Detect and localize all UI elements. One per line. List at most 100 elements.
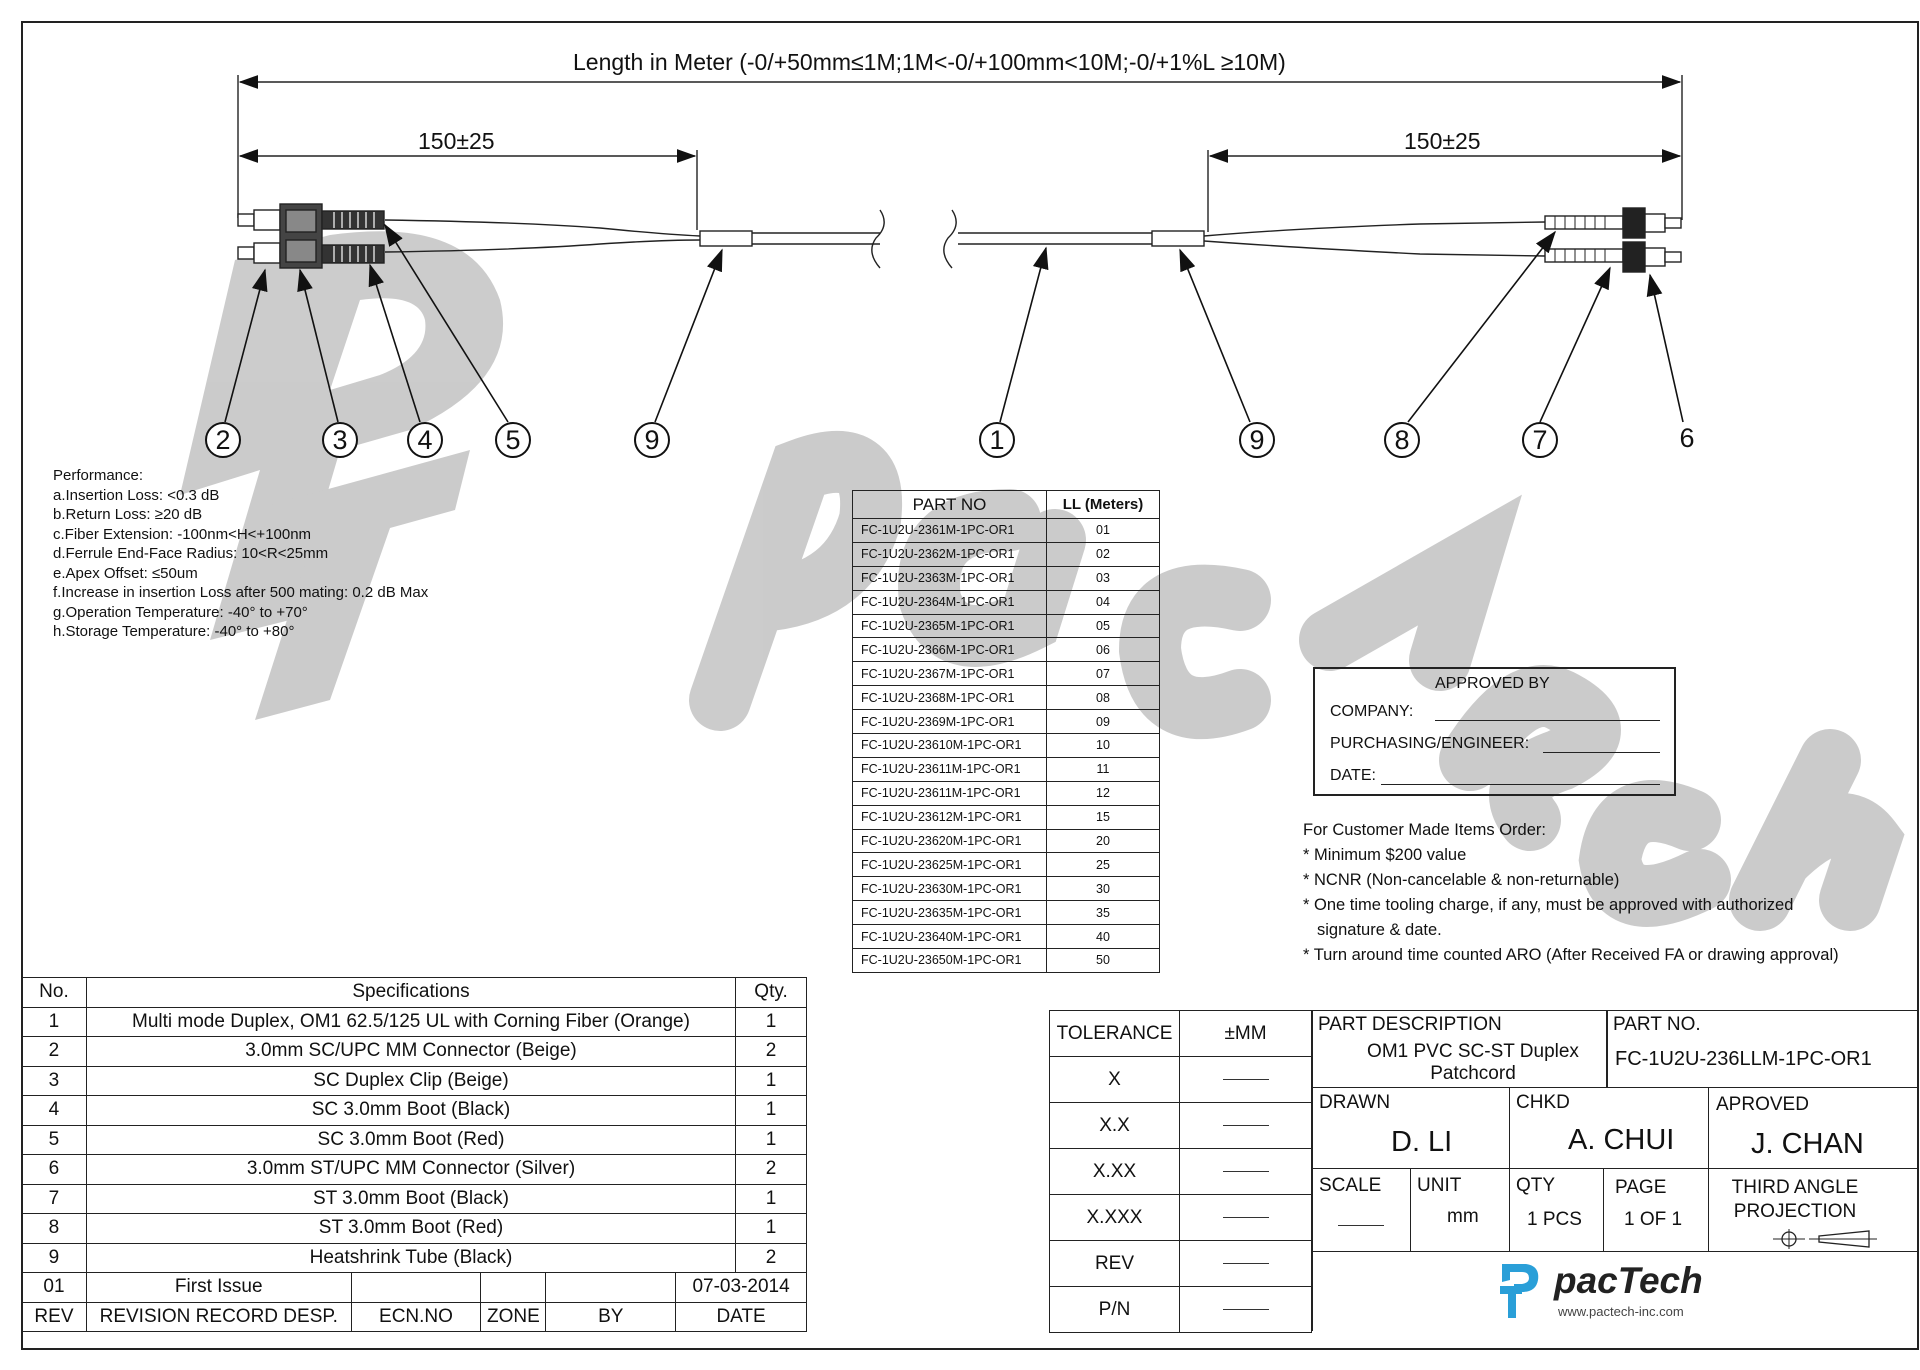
tolerance-label: X.X bbox=[1049, 1102, 1180, 1149]
performance-notes: Performance: a.Insertion Loss: <0.3 dB b… bbox=[53, 466, 428, 642]
balloon-8: 8 bbox=[1384, 422, 1420, 458]
third-angle-projection-icon bbox=[1773, 1229, 1877, 1249]
tolerance-label: X bbox=[1049, 1056, 1180, 1103]
balloon-2: 2 bbox=[205, 422, 241, 458]
spec-qty-cell: 1 bbox=[735, 1095, 807, 1126]
tolerance-value bbox=[1179, 1148, 1312, 1195]
part-no-cell: FC-1U2U-2364M-1PC-OR1 bbox=[852, 589, 1047, 615]
customer-note: * NCNR (Non-cancelable & non-returnable) bbox=[1303, 871, 1620, 889]
unit-cell: UNIT mm bbox=[1410, 1168, 1510, 1252]
revision-desc-header: REVISION RECORD DESP. bbox=[85, 1301, 352, 1332]
part-no-cell: FC-1U2U-2365M-1PC-OR1 bbox=[852, 613, 1047, 639]
chkd-label: CHKD bbox=[1516, 1092, 1570, 1113]
part-no-cell: FC-1U2U-2366M-1PC-OR1 bbox=[852, 637, 1047, 663]
spec-no-cell: 8 bbox=[21, 1213, 87, 1244]
tolerance-row: X.XXX bbox=[1049, 1194, 1312, 1241]
page-cell: PAGE 1 OF 1 bbox=[1603, 1168, 1709, 1252]
spec-desc-cell: Heatshrink Tube (Black) bbox=[85, 1242, 737, 1273]
part-no-cell: FC-1U2U-2361M-1PC-OR1 bbox=[852, 518, 1047, 543]
part-no-cell: FC-1U2U-23635M-1PC-OR1 bbox=[852, 900, 1047, 926]
customer-note: * One time tooling charge, if any, must … bbox=[1303, 896, 1794, 914]
customer-notes: For Customer Made Items Order: * Minimum… bbox=[1303, 818, 1839, 968]
spec-desc-cell: SC Duplex Clip (Beige) bbox=[85, 1065, 737, 1096]
tolerance-row: REV bbox=[1049, 1240, 1312, 1287]
aproved-value: J. CHAN bbox=[1751, 1128, 1864, 1160]
ll-header: LL (Meters) bbox=[1046, 490, 1160, 519]
aproved-cell: APROVED J. CHAN bbox=[1708, 1087, 1919, 1169]
aproved-label: APROVED bbox=[1716, 1094, 1809, 1115]
page-label: PAGE bbox=[1615, 1177, 1667, 1198]
tolerance-value bbox=[1179, 1194, 1312, 1241]
ll-cell: 20 bbox=[1046, 828, 1160, 854]
revision-rev: 01 bbox=[21, 1272, 87, 1303]
spec-qty-cell: 2 bbox=[735, 1154, 807, 1185]
date-signature-line[interactable] bbox=[1381, 784, 1660, 785]
part-no-cell: FC-1U2U-23611M-1PC-OR1 bbox=[852, 780, 1047, 806]
tolerance-value bbox=[1179, 1286, 1312, 1333]
ll-cell: 12 bbox=[1046, 780, 1160, 806]
balloon-1: 1 bbox=[979, 422, 1015, 458]
left-breakout-label: 150±25 bbox=[418, 128, 495, 154]
tolerance-label: P/N bbox=[1049, 1286, 1180, 1333]
ll-cell: 30 bbox=[1046, 876, 1160, 902]
tolerance-row: X.X bbox=[1049, 1102, 1312, 1149]
balloon-7: 7 bbox=[1522, 422, 1558, 458]
ll-cell: 15 bbox=[1046, 804, 1160, 830]
spec-no-cell: 2 bbox=[21, 1036, 87, 1067]
spec-qty-cell: 1 bbox=[735, 1183, 807, 1214]
part-number-table: PART NO LL (Meters) FC-1U2U-2361M-1PC-OR… bbox=[852, 490, 1160, 973]
qty-cell: QTY 1 PCS bbox=[1509, 1168, 1604, 1252]
ll-cell: 25 bbox=[1046, 852, 1160, 878]
right-breakout-label: 150±25 bbox=[1404, 128, 1481, 154]
part-no-cell: FC-1U2U-23610M-1PC-OR1 bbox=[852, 733, 1047, 758]
spec-qty-cell: 1 bbox=[735, 1124, 807, 1155]
company-signature-line[interactable] bbox=[1435, 720, 1660, 721]
tolerance-value bbox=[1179, 1102, 1312, 1149]
balloon-4: 4 bbox=[407, 422, 443, 458]
ll-cell: 11 bbox=[1046, 756, 1160, 782]
performance-title: Performance: bbox=[53, 467, 144, 484]
part-no-cell: PART NO. FC-1U2U-236LLM-1PC-OR1 bbox=[1606, 1010, 1919, 1088]
spec-no-cell: 5 bbox=[21, 1124, 87, 1155]
ll-cell: 35 bbox=[1046, 900, 1160, 926]
purchasing-signature-line[interactable] bbox=[1543, 752, 1660, 753]
scale-label: SCALE bbox=[1319, 1175, 1382, 1196]
approval-title: APPROVED BY bbox=[1435, 675, 1550, 692]
spec-desc-cell: SC 3.0mm Boot (Red) bbox=[85, 1124, 737, 1155]
tolerance-value bbox=[1179, 1240, 1312, 1287]
spec-no-cell: 4 bbox=[21, 1095, 87, 1126]
performance-item: d.Ferrule End-Face Radius: 10<R<25mm bbox=[53, 545, 329, 562]
part-no-cell: FC-1U2U-2367M-1PC-OR1 bbox=[852, 661, 1047, 687]
spec-no-cell: 6 bbox=[21, 1154, 87, 1185]
page-value: 1 OF 1 bbox=[1624, 1209, 1683, 1230]
pactech-logo-icon bbox=[1500, 1264, 1539, 1318]
spec-desc-cell: Multi mode Duplex, OM1 62.5/125 UL with … bbox=[85, 1006, 737, 1037]
revision-desc: First Issue bbox=[85, 1272, 352, 1303]
performance-item: a.Insertion Loss: <0.3 dB bbox=[53, 486, 220, 504]
unit-value: mm bbox=[1447, 1206, 1479, 1227]
part-no-cell: FC-1U2U-2369M-1PC-OR1 bbox=[852, 709, 1047, 735]
part-no-cell: FC-1U2U-2368M-1PC-OR1 bbox=[852, 685, 1047, 711]
projection-cell: THIRD ANGLE PROJECTION bbox=[1708, 1168, 1919, 1252]
spec-qty-header: Qty. bbox=[735, 977, 807, 1008]
pactech-website[interactable]: www.pactech-inc.com bbox=[1558, 1304, 1684, 1319]
tolerance-header: TOLERANCE bbox=[1049, 1010, 1180, 1057]
part-no-cell: FC-1U2U-23640M-1PC-OR1 bbox=[852, 924, 1047, 950]
